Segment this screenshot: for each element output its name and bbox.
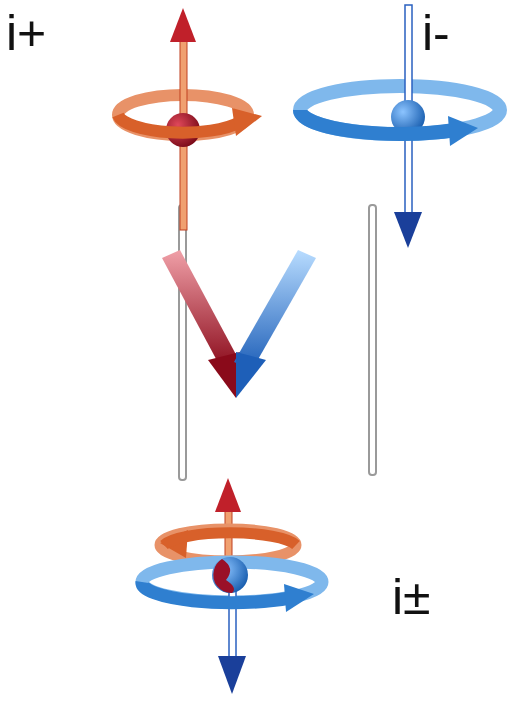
spin-ring-front [142,582,290,603]
spin-ring-front [300,110,455,134]
merge-arrow [234,250,316,370]
arrow-head [236,352,266,398]
arrow-head [448,116,478,146]
arrow-head [218,656,246,694]
spin-ring-front [118,115,240,133]
particle-mix [213,559,234,593]
charge-label: i± [392,572,431,622]
arrow-head [215,478,241,512]
charge-label: i+ [6,8,46,58]
particle [212,557,248,593]
arrow-head [208,352,240,398]
arrow-head [394,212,422,248]
grey-bar [179,205,186,480]
spin-ring-front [164,533,296,545]
merge-arrow [162,250,240,370]
charge-label: i- [422,8,450,58]
grey-bar [369,205,376,475]
arrow-head [170,8,196,42]
arrow-head [232,108,262,136]
arrow-head [284,584,314,612]
